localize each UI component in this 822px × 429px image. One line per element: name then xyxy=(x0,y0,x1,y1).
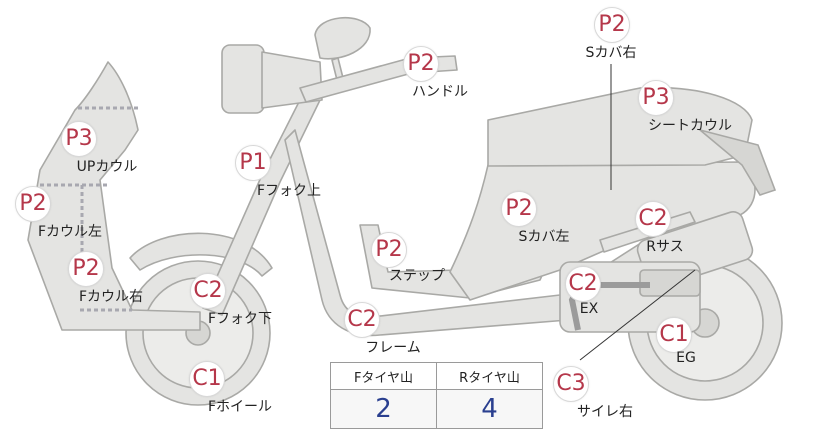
marker-c2-rear-sus: C2 xyxy=(635,201,671,237)
label-c3-muffler-right: サイレ右 xyxy=(577,404,633,420)
marker-p3-seat-cowl: P3 xyxy=(638,80,674,116)
marker-c1-engine: C1 xyxy=(656,317,692,353)
label-c1-engine: EG xyxy=(676,350,696,366)
leader-muffler xyxy=(579,269,696,361)
marker-p1-fork-upper: P1 xyxy=(235,145,271,181)
marker-p2-scover-right: P2 xyxy=(594,7,630,43)
label-c2-rear-sus: Rサス xyxy=(646,239,684,255)
marker-p2-handle: P2 xyxy=(403,46,439,82)
marker-c2-fork-lower: C2 xyxy=(190,273,226,309)
marker-p2-step: P2 xyxy=(371,232,407,268)
marker-c2-exhaust: C2 xyxy=(565,266,601,302)
marker-c2-frame: C2 xyxy=(344,302,380,338)
label-p2-cowl-right: Fカウル右 xyxy=(78,289,144,305)
label-p2-step: ステップ xyxy=(389,268,445,284)
marker-p2-scover-left: P2 xyxy=(501,191,537,227)
label-p2-cowl-left: Fカウル左 xyxy=(37,224,103,240)
label-p2-handle: ハンドル xyxy=(412,84,468,100)
label-c2-frame: フレーム xyxy=(365,340,421,356)
label-c2-fork-lower: Fフォク下 xyxy=(207,311,273,327)
label-p2-scover-left: Sカバ左 xyxy=(518,229,570,245)
marker-c3-muffler-right: C3 xyxy=(553,366,589,402)
marker-p2-cowl-left: P2 xyxy=(15,186,51,222)
label-c1-front-wheel: Fホイール xyxy=(207,399,273,415)
marker-c1-front-wheel: C1 xyxy=(189,361,225,397)
marker-p2-cowl-right: P2 xyxy=(68,251,104,287)
rear-tire-value: 4 xyxy=(436,389,543,429)
label-c2-exhaust: EX xyxy=(579,301,599,317)
label-p3-seat-cowl: シートカウル xyxy=(648,118,732,134)
mirror xyxy=(314,16,371,60)
label-p2-scover-right: Sカバ右 xyxy=(585,45,637,61)
headlight xyxy=(221,44,265,114)
rear-tire-header: Rタイヤ山 xyxy=(436,362,543,390)
front-tire-header: Fタイヤ山 xyxy=(330,362,437,390)
seat-cowl xyxy=(699,129,777,196)
front-tire-value: 2 xyxy=(330,389,437,429)
marker-p3-up-cowl: P3 xyxy=(61,121,97,157)
label-p3-up-cowl: UPカウル xyxy=(76,159,138,175)
label-p1-fork-upper: Fフォク上 xyxy=(256,183,322,199)
tire-tread-table: Fタイヤ山 Rタイヤ山 2 4 xyxy=(330,362,543,429)
